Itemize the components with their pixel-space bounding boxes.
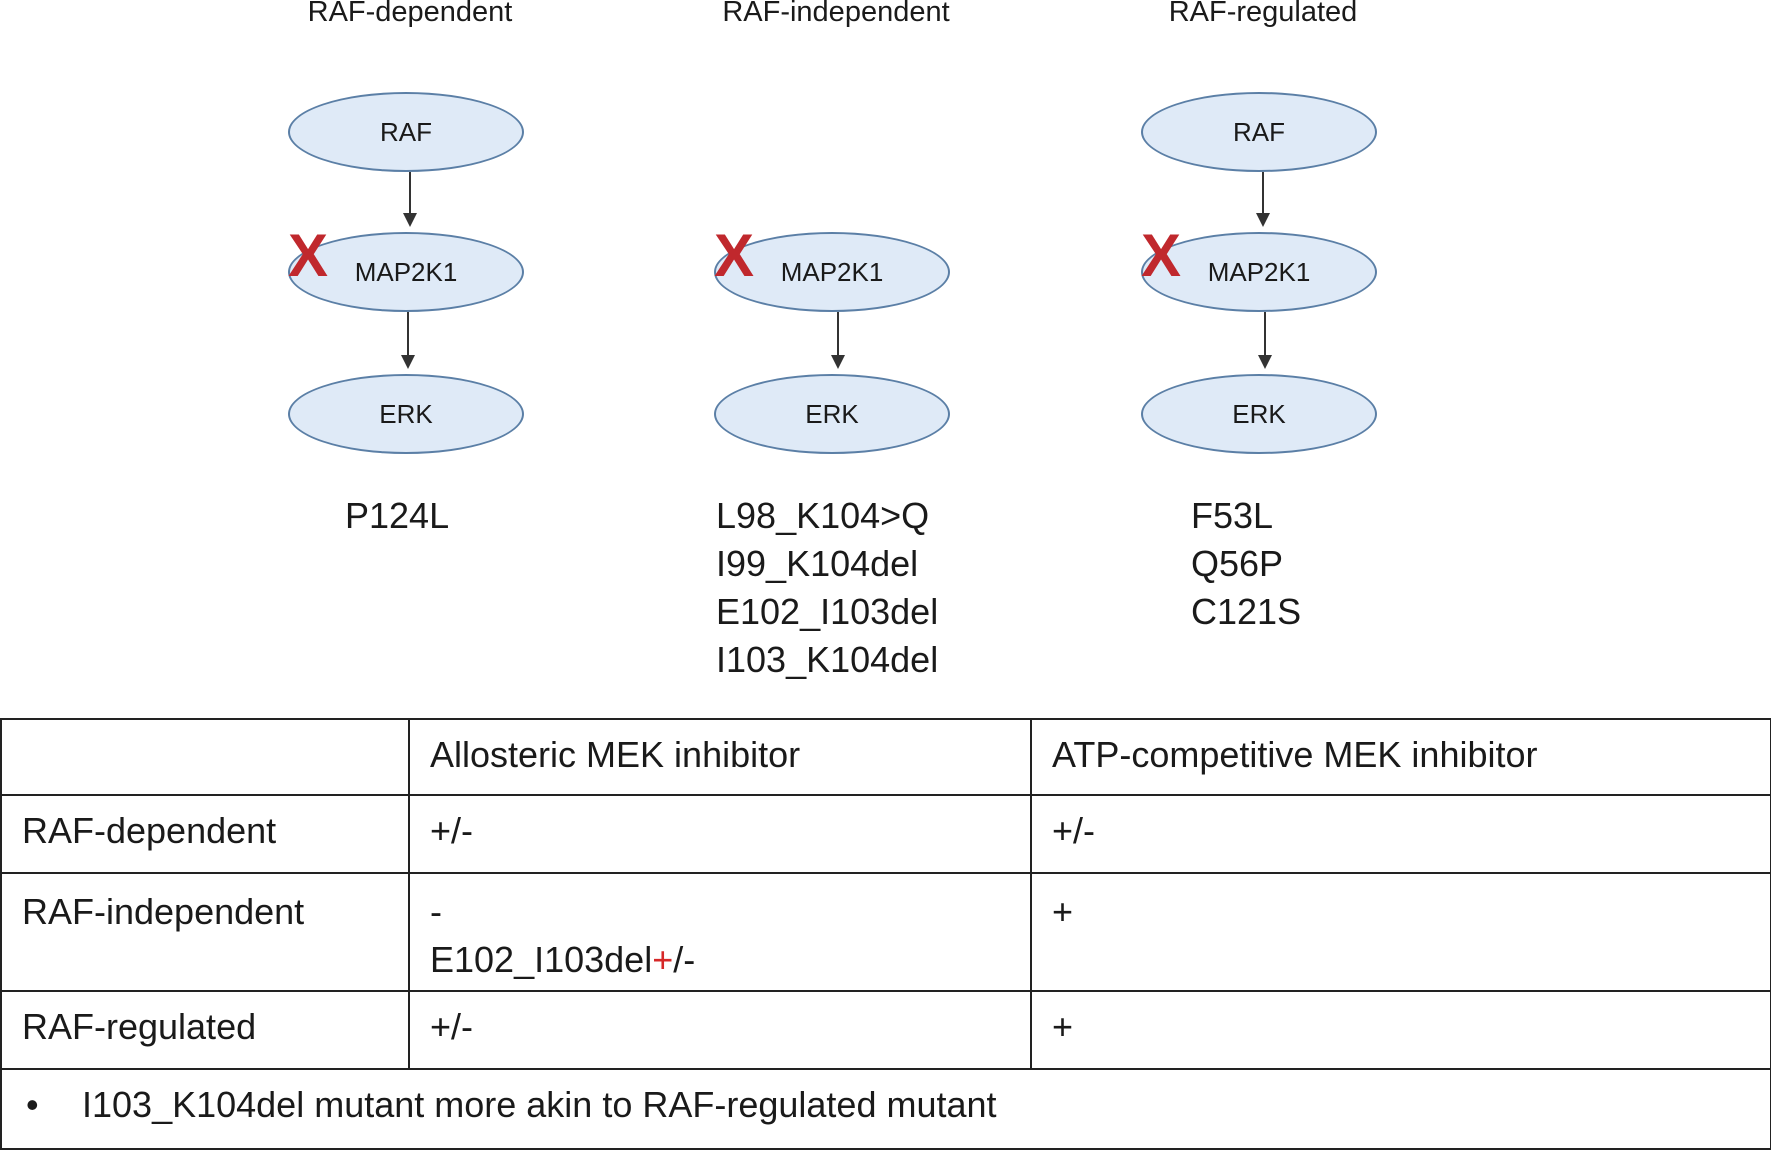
node-erk: ERK xyxy=(714,374,950,454)
table-row: RAF-dependent +/- +/- xyxy=(0,794,1771,874)
node-map2k1: MAP2K1 xyxy=(1141,232,1377,312)
mutation-list: F53L Q56P C121S xyxy=(1191,492,1301,636)
node-raf: RAF xyxy=(288,92,524,172)
arrow-map2k1-to-erk xyxy=(401,312,415,369)
node-erk: ERK xyxy=(288,374,524,454)
row-label: RAF-regulated xyxy=(0,990,410,1070)
mutation-item: F53L xyxy=(1191,495,1274,536)
mutation-list: P124L xyxy=(345,492,449,540)
node-erk: ERK xyxy=(1141,374,1377,454)
exception-mutation: E102_I103del xyxy=(430,939,653,980)
header-cell-empty xyxy=(0,718,410,796)
arrow-map2k1-to-erk xyxy=(1258,312,1272,369)
arrow-raf-to-map2k1 xyxy=(403,172,417,227)
bullet-icon: • xyxy=(26,1084,39,1125)
panel-raf-independent: RAF-independent MAP2K1 X ERK L98_K104>Q … xyxy=(626,0,1046,700)
table-note-row: • I103_K104del mutant more akin to RAF-re… xyxy=(0,1068,1771,1150)
mutation-item: Q56P xyxy=(1191,543,1284,584)
table-row: RAF-regulated +/- + xyxy=(0,990,1771,1070)
row-label: RAF-independent xyxy=(0,872,410,992)
mutation-item: C121S xyxy=(1191,591,1302,632)
arrow-map2k1-to-erk xyxy=(831,312,845,369)
exception-plus-highlight: + xyxy=(652,939,674,980)
cell-allosteric: +/- xyxy=(408,990,1032,1070)
cell-allosteric-value: - xyxy=(430,891,442,932)
note-text: I103_K104del mutant more akin to RAF-reg… xyxy=(82,1084,997,1125)
cell-allosteric-exception: E102_I103del+/- xyxy=(430,936,1010,984)
inhibitor-sensitivity-table: Allosteric MEK inhibitor ATP-competitive… xyxy=(0,718,1771,1150)
panel-title: RAF-dependent xyxy=(307,0,513,28)
mutation-item: I103_K104del xyxy=(716,639,939,680)
panel-raf-dependent: RAF-dependent RAF MAP2K1 X ERK P124L xyxy=(200,0,620,700)
note-cell: • I103_K104del mutant more akin to RAF-re… xyxy=(0,1068,1771,1150)
panel-raf-regulated: RAF-regulated RAF MAP2K1 X ERK F53L Q56P… xyxy=(1053,0,1473,700)
node-map2k1: MAP2K1 xyxy=(288,232,524,312)
mutation-item: E102_I103del xyxy=(716,591,939,632)
row-label: RAF-dependent xyxy=(0,794,410,874)
header-cell-atp-competitive: ATP-competitive MEK inhibitor xyxy=(1030,718,1771,796)
header-cell-allosteric: Allosteric MEK inhibitor xyxy=(408,718,1032,796)
cell-atp-competitive: +/- xyxy=(1030,794,1771,874)
cell-atp-competitive: + xyxy=(1030,872,1771,992)
panel-title: RAF-independent xyxy=(722,0,950,28)
mutation-list: L98_K104>Q I99_K104del E102_I103del I103… xyxy=(716,492,938,684)
cell-allosteric: - E102_I103del+/- xyxy=(408,872,1032,992)
mutation-item: L98_K104>Q xyxy=(716,495,930,536)
table-row: RAF-independent - E102_I103del+/- + xyxy=(0,872,1771,992)
panel-title: RAF-regulated xyxy=(1168,0,1358,28)
inhibition-x-mark: X xyxy=(288,222,329,289)
mutation-item: P124L xyxy=(345,495,450,536)
table-header-row: Allosteric MEK inhibitor ATP-competitive… xyxy=(0,718,1771,796)
mutation-item: I99_K104del xyxy=(716,543,919,584)
cell-allosteric: +/- xyxy=(408,794,1032,874)
node-raf: RAF xyxy=(1141,92,1377,172)
inhibition-x-mark: X xyxy=(1141,222,1182,289)
exception-suffix: /- xyxy=(673,939,696,980)
node-map2k1: MAP2K1 xyxy=(714,232,950,312)
cell-atp-competitive: + xyxy=(1030,990,1771,1070)
arrow-raf-to-map2k1 xyxy=(1256,172,1270,227)
inhibition-x-mark: X xyxy=(714,222,755,289)
